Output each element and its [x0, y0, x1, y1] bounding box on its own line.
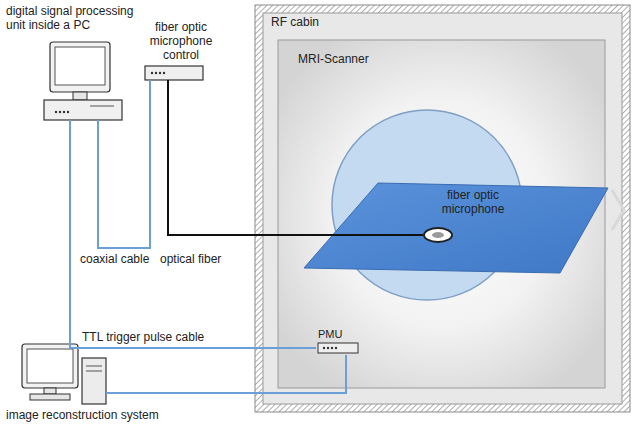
node-box: fiber optic microphone control [143, 18, 219, 80]
cable-line [70, 120, 316, 348]
node-label: RF cabin [271, 15, 614, 29]
cable-label: TTL trigger pulse cable [80, 330, 206, 344]
node-label: image reconstruction system [6, 408, 177, 422]
node-label: fiber optic microphone control [143, 20, 219, 62]
microphone-symbol [424, 228, 452, 242]
pc-neck [73, 92, 87, 100]
port-dot [155, 72, 157, 74]
recon-screen [27, 349, 73, 383]
rf-cabin-floor [263, 13, 622, 404]
patient-table [304, 183, 608, 273]
port-dot [335, 347, 337, 349]
direction-chevron [612, 190, 624, 230]
pc-drive [90, 106, 114, 107]
port-dot [151, 72, 153, 74]
cable-label: optical fiber [158, 252, 223, 266]
rf-cabin-wall [255, 5, 630, 412]
port-dot [327, 347, 329, 349]
node-box: fiber optic microphone [423, 188, 523, 244]
microphone-core [432, 232, 444, 238]
node-box: PMU [316, 327, 362, 355]
pc-screen [55, 47, 105, 85]
pc-monitor [50, 42, 110, 92]
recon-drive [86, 366, 102, 367]
recon-tower [82, 358, 106, 404]
port-dot [323, 347, 325, 349]
cable-line [179, 355, 346, 393]
node-label: PMU [318, 327, 360, 341]
node-box: RF cabinMRI-ScannerPMU fiber optic microp… [255, 5, 630, 412]
recon-stand [30, 394, 70, 400]
node-label: digital signal processing unit inside a … [6, 4, 146, 32]
port-dot [159, 72, 161, 74]
cable-line [98, 80, 150, 248]
port-dot [67, 111, 69, 113]
port-dot [55, 111, 57, 113]
port-dot [163, 72, 165, 74]
node-box: digital signal processing unit inside a … [4, 2, 149, 120]
recon-cable-stub [106, 392, 180, 394]
port-dot [59, 111, 61, 113]
recon-drive [86, 371, 102, 372]
cable-label: coaxial cable [78, 252, 151, 266]
pmu-box [318, 343, 358, 353]
node-label: MRI-Scanner [298, 52, 585, 66]
control-box [145, 66, 203, 80]
recon-neck [44, 388, 56, 394]
pc-base [44, 100, 122, 120]
recon-monitor [22, 344, 78, 388]
node-label: fiber optic microphone [423, 188, 523, 216]
port-dot [63, 111, 65, 113]
cable-line [168, 80, 423, 235]
node-box: image reconstruction system [4, 342, 179, 426]
node-box: MRI-ScannerPMU fiber optic microphone [278, 40, 605, 388]
port-dot [331, 347, 333, 349]
